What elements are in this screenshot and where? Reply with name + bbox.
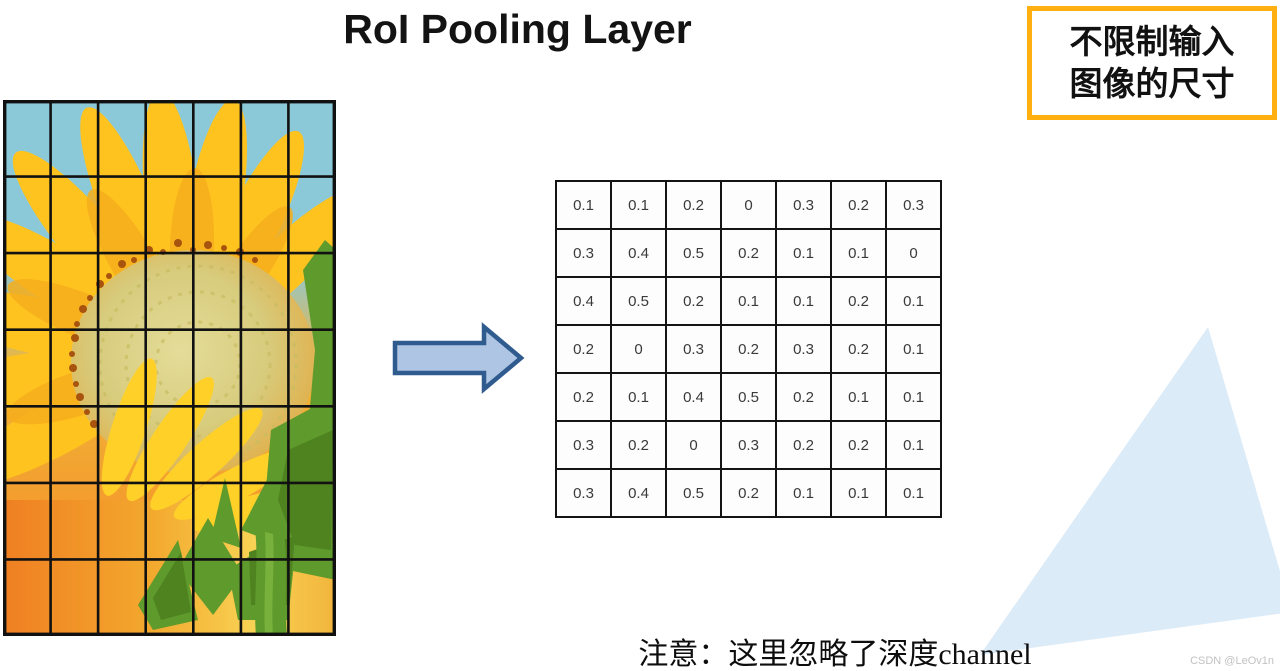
right-arrow-icon bbox=[392, 322, 525, 394]
feature-map-cell: 0.2 bbox=[557, 326, 610, 372]
feature-map-cell: 0 bbox=[612, 326, 665, 372]
feature-map-cell: 0.3 bbox=[557, 422, 610, 468]
feature-map-cell: 0.1 bbox=[832, 230, 885, 276]
feature-map-cell: 0.1 bbox=[722, 278, 775, 324]
feature-map-cell: 0.1 bbox=[777, 230, 830, 276]
feature-map-cell: 0.4 bbox=[612, 230, 665, 276]
feature-map-cell: 0.1 bbox=[887, 422, 940, 468]
feature-map-cell: 0.4 bbox=[612, 470, 665, 516]
feature-map-cell: 0.3 bbox=[557, 230, 610, 276]
watermark: CSDN @LeOv1n bbox=[1190, 655, 1274, 667]
feature-map-cell: 0.3 bbox=[777, 182, 830, 228]
pooling-arrow bbox=[391, 321, 527, 395]
feature-map-cell: 0.1 bbox=[612, 182, 665, 228]
sunflower-image bbox=[3, 100, 336, 636]
feature-map-cell: 0.2 bbox=[832, 422, 885, 468]
feature-map-cell: 0.2 bbox=[612, 422, 665, 468]
feature-map-cell: 0 bbox=[887, 230, 940, 276]
feature-map-cell: 0.1 bbox=[777, 278, 830, 324]
feature-map-cell: 0.2 bbox=[667, 278, 720, 324]
feature-map-cell: 0.5 bbox=[667, 470, 720, 516]
feature-map-cell: 0.1 bbox=[777, 470, 830, 516]
feature-map-cell: 0.1 bbox=[832, 374, 885, 420]
feature-map-cell: 0.1 bbox=[887, 374, 940, 420]
feature-map-cell: 0.2 bbox=[557, 374, 610, 420]
feature-map-cell: 0.2 bbox=[832, 182, 885, 228]
feature-map-cell: 0.3 bbox=[557, 470, 610, 516]
callout-box: 不限制输入 图像的尺寸 bbox=[1027, 6, 1277, 120]
note-text: 注意：这里忽略了深度channel bbox=[638, 638, 1032, 671]
feature-map-cell: 0.1 bbox=[832, 470, 885, 516]
feature-map-cell: 0.4 bbox=[667, 374, 720, 420]
callout-line-1: 不限制输入 bbox=[1069, 22, 1235, 60]
input-image-with-roi-grid bbox=[3, 100, 336, 636]
feature-map-cell: 0.1 bbox=[612, 374, 665, 420]
feature-map-cell: 0.5 bbox=[667, 230, 720, 276]
page-title: RoI Pooling Layer bbox=[343, 6, 692, 52]
decorative-triangle bbox=[960, 318, 1280, 663]
callout-line-2: 图像的尺寸 bbox=[1069, 65, 1235, 102]
feature-map-cell: 0.5 bbox=[722, 374, 775, 420]
feature-map-cell: 0.5 bbox=[612, 278, 665, 324]
feature-map-cell: 0.4 bbox=[557, 278, 610, 324]
feature-map-cell: 0.3 bbox=[722, 422, 775, 468]
feature-map-cell: 0.1 bbox=[557, 182, 610, 228]
feature-map-cell: 0.1 bbox=[887, 326, 940, 372]
feature-map-cell: 0.2 bbox=[722, 470, 775, 516]
feature-map-cell: 0.2 bbox=[832, 326, 885, 372]
feature-map-cell: 0.1 bbox=[887, 278, 940, 324]
feature-map-cell: 0.2 bbox=[667, 182, 720, 228]
feature-map-cell: 0.3 bbox=[887, 182, 940, 228]
feature-map-cell: 0.3 bbox=[667, 326, 720, 372]
feature-map-cell: 0.2 bbox=[777, 422, 830, 468]
feature-map-cell: 0 bbox=[667, 422, 720, 468]
feature-map-cell: 0 bbox=[722, 182, 775, 228]
feature-map-cell: 0.2 bbox=[722, 230, 775, 276]
feature-map-cell: 0.2 bbox=[832, 278, 885, 324]
feature-map-cell: 0.2 bbox=[722, 326, 775, 372]
feature-map-cell: 0.3 bbox=[777, 326, 830, 372]
feature-map-cell: 0.1 bbox=[887, 470, 940, 516]
feature-map-cell: 0.2 bbox=[777, 374, 830, 420]
